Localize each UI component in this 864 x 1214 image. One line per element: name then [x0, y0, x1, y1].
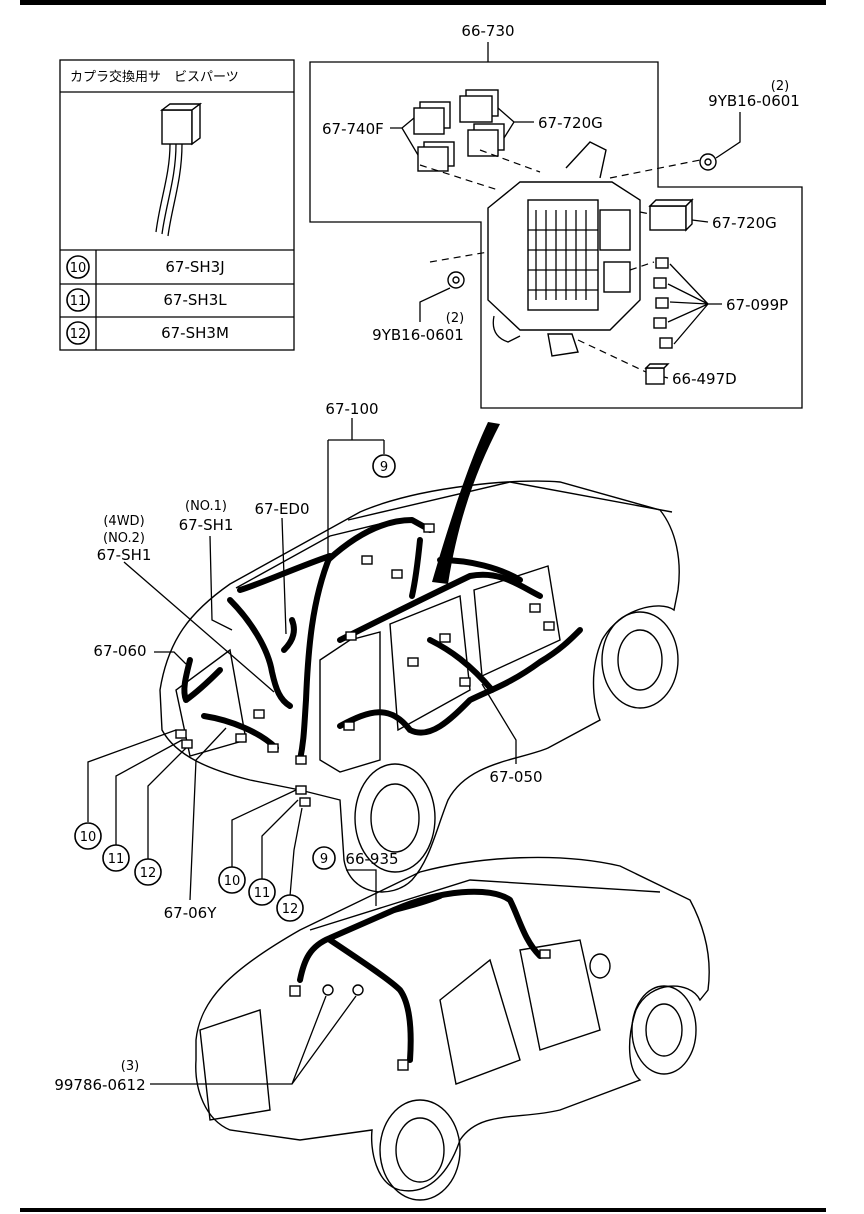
fuse-box-outline — [309, 61, 803, 409]
relay-740f — [413, 101, 455, 172]
relay-720g-top — [459, 89, 505, 157]
ref-circle-11 — [66, 288, 90, 312]
roof-ref-circle — [312, 846, 336, 870]
roof-ref: 9 — [320, 852, 328, 867]
kit-part-2: 67-SH3M — [161, 324, 229, 342]
sh1-no1: (NO.1) — [185, 499, 227, 514]
top-border — [20, 0, 826, 5]
relay-720g-right — [648, 198, 694, 232]
callout-left-12 — [134, 858, 162, 886]
nut-left-qty: (2) — [446, 311, 464, 326]
fuse-497d — [644, 363, 670, 385]
nut-left — [447, 271, 465, 289]
kit-part-0: 67-SH3J — [165, 258, 224, 276]
nut-left-label: 9YB16-0601 — [372, 326, 464, 344]
ed0-label: 67-ED0 — [254, 500, 309, 518]
kit-table: カプラ交換用サ ビスパーツ 10 67-SH3J 11 67-SH3L 12 6… — [59, 59, 295, 351]
callout-right-10-text: 10 — [224, 874, 241, 889]
harness-ref: 9 — [380, 460, 388, 475]
nut-top-qty: (2) — [771, 79, 789, 94]
fuse-box-body — [487, 141, 641, 357]
p060-label: 67-060 — [93, 642, 146, 660]
callout-right-11 — [248, 878, 276, 906]
sh1-no2-part: 67-SH1 — [97, 546, 152, 564]
callout-right-12-text: 12 — [282, 902, 299, 917]
callout-right-10 — [218, 866, 246, 894]
relay-720g-label-right: 67-720G — [712, 214, 777, 232]
harness-ref-circle — [372, 454, 396, 478]
relay-720g-label-top: 67-720G — [538, 114, 603, 132]
ref-12: 12 — [70, 327, 87, 342]
sh1-no2: (NO.2) — [103, 531, 145, 546]
fuses-099p — [653, 257, 673, 349]
roof-vehicle — [150, 856, 710, 1201]
relay-740f-label: 67-740F — [322, 120, 384, 138]
fuses-label: 67-099P — [726, 296, 788, 314]
fuse-box-assembly-label: 66-730 — [461, 22, 514, 40]
fuse-497d-label: 66-497D — [672, 370, 737, 388]
roof-screw-label: 99786-0612 — [54, 1076, 145, 1094]
nut-top — [699, 153, 717, 171]
kit-table-title: カプラ交換用サ ビスパーツ — [70, 69, 239, 85]
ref-circle-12 — [66, 321, 90, 345]
p06y-label: 67-06Y — [164, 904, 218, 922]
ref-circle-10 — [66, 255, 90, 279]
harness-main-label: 67-100 — [325, 400, 378, 418]
roof-part: 66-935 — [345, 850, 398, 868]
sh1-4wd: (4WD) — [103, 514, 144, 529]
ref-11: 11 — [70, 294, 87, 309]
bottom-border — [20, 1208, 826, 1212]
kit-part-1: 67-SH3L — [163, 291, 227, 309]
ref-10: 10 — [70, 261, 87, 276]
callout-left-11 — [102, 844, 130, 872]
roof-screw-qty: (3) — [121, 1059, 139, 1074]
main-vehicle — [87, 422, 680, 901]
connector-illustration — [155, 102, 203, 237]
callout-right-11-text: 11 — [254, 886, 271, 901]
sh1-no1-part: 67-SH1 — [179, 516, 234, 534]
fuse-box-group: 66-730 67-740F 67-720G — [309, 22, 803, 409]
callout-left-11-text: 11 — [108, 852, 125, 867]
callout-right-12 — [276, 894, 304, 922]
callout-left-10-text: 10 — [80, 830, 97, 845]
callout-left-10 — [74, 822, 102, 850]
p050-label: 67-050 — [489, 768, 542, 786]
nut-top-label: 9YB16-0601 — [708, 92, 800, 110]
callout-left-12-text: 12 — [140, 866, 157, 881]
